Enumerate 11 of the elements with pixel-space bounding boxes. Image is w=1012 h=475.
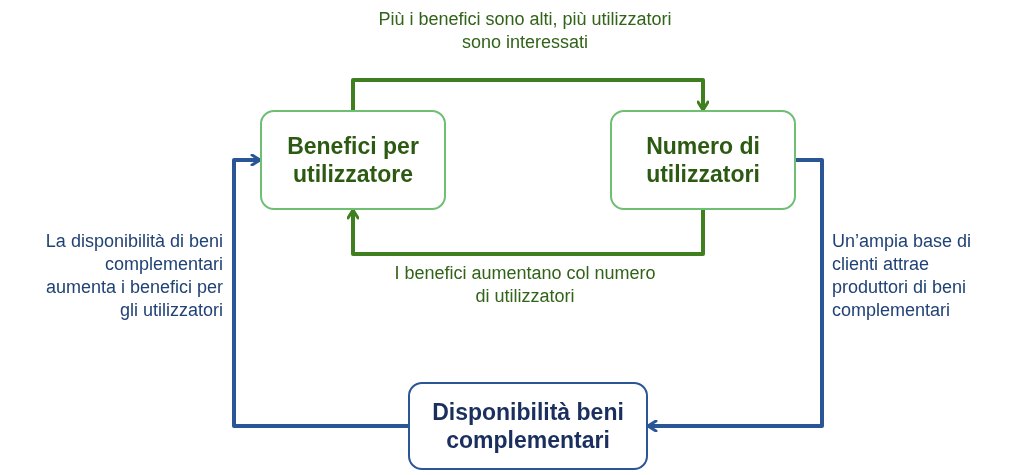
arrow [646,158,824,433]
arrow [346,208,705,256]
arrow [232,153,408,428]
process-box: Disponibilità beni complementari [408,382,648,470]
edge-label: Un’ampia base di clienti attrae produttori di beni complementari [832,230,973,322]
edge-label: I benefici aumentano col numero di utilizzatori [393,262,657,308]
edge-label: Più i benefici sono alti, più utilizzatori sono interessati [377,8,673,54]
process-box: Numero di utilizzatori [610,110,796,210]
edge-label: La disponibilità di beni complementari aumenta i benefici per gli utilizzatori [44,230,223,322]
arrow [351,78,710,112]
process-box: Benefici per utilizzatore [260,110,446,210]
